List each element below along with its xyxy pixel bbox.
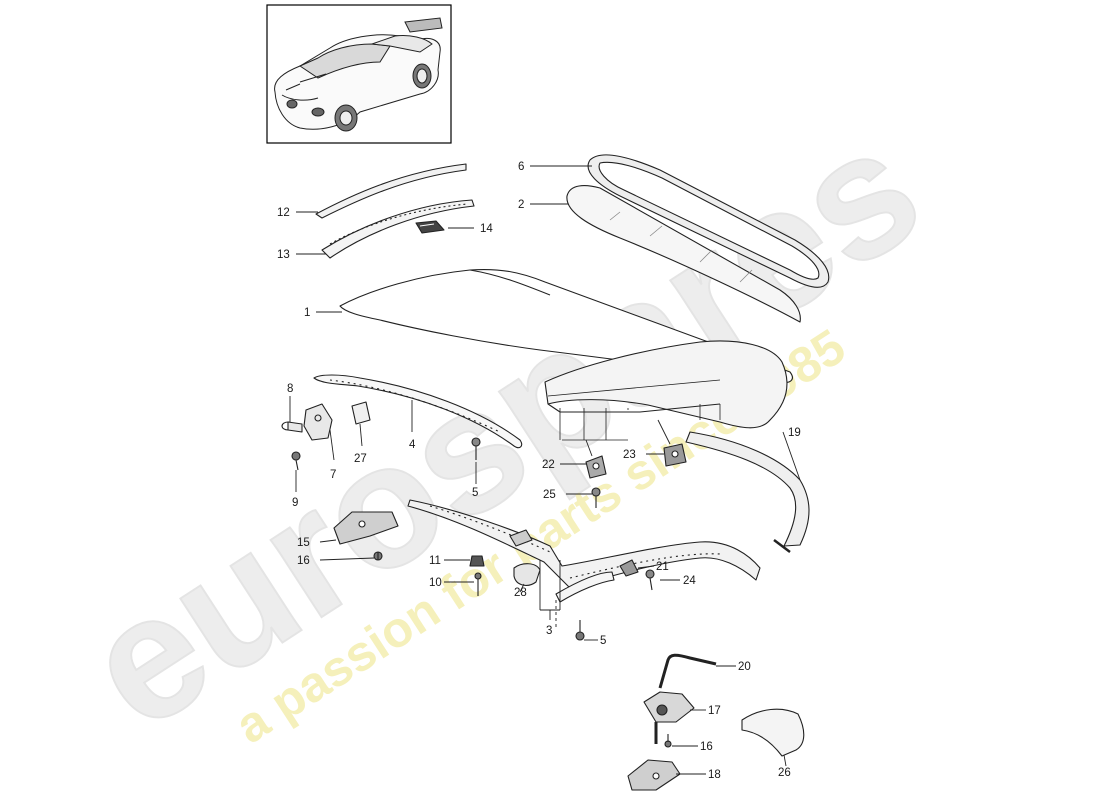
callout-2: 2 [518, 199, 524, 211]
trim-strip[interactable] [555, 571, 615, 603]
roof-frame-assembly[interactable] [544, 340, 788, 429]
callout-8: 8 [287, 383, 293, 395]
part-24-screw[interactable] [645, 569, 655, 591]
part-12-trim-strip[interactable] [315, 163, 467, 219]
part-14-clip[interactable] [415, 220, 445, 234]
callout-13: 13 [277, 249, 290, 261]
callout-18: 18 [708, 769, 721, 781]
part-5-screw-upper[interactable] [471, 437, 481, 460]
part-16-screw-lower[interactable] [664, 734, 672, 748]
callout-21: 21 [656, 561, 669, 573]
callout-19: 19 [788, 427, 801, 439]
callout-9: 9 [292, 497, 298, 509]
callout-16-lower: 16 [700, 741, 713, 753]
callout-3: 3 [546, 625, 552, 637]
part-19-side-seal[interactable] [685, 431, 810, 547]
part-28-cover[interactable] [513, 563, 541, 586]
part-15-hinge[interactable] [333, 511, 399, 545]
callout-14: 14 [480, 223, 493, 235]
callout-6: 6 [518, 161, 524, 173]
part-25-screw[interactable] [591, 487, 601, 508]
part-21-clip[interactable] [619, 559, 639, 577]
part-17-lock[interactable] [643, 691, 695, 744]
part-9-screw[interactable] [291, 451, 301, 471]
part-27-clip[interactable] [351, 401, 371, 425]
callout-17: 17 [708, 705, 721, 717]
part-2-rear-window[interactable] [566, 185, 801, 323]
callout-26: 26 [778, 767, 791, 779]
callout-7: 7 [330, 469, 336, 481]
callout-5-upper: 5 [472, 487, 478, 499]
part-20-cable[interactable] [658, 653, 717, 689]
part-3-side-rail[interactable] [407, 499, 761, 589]
callout-11: 11 [429, 555, 441, 567]
car-overview-icon [274, 17, 443, 132]
callout-24: 24 [683, 575, 696, 587]
callout-22: 22 [542, 459, 555, 471]
part-16-screw-upper[interactable] [373, 551, 383, 561]
part-5-screw-lower[interactable] [575, 620, 585, 641]
part-4-front-rail[interactable] [313, 374, 523, 449]
part-8-pin[interactable] [281, 421, 303, 433]
part-11-nut[interactable] [469, 555, 485, 567]
part-13-seal-strip[interactable] [321, 199, 475, 259]
part-23-guide-block[interactable] [663, 443, 687, 467]
part-26-end-cap[interactable] [741, 708, 805, 757]
callout-20: 20 [738, 661, 751, 673]
callout-23: 23 [623, 449, 636, 461]
callout-25: 25 [543, 489, 556, 501]
callout-10: 10 [429, 577, 442, 589]
callout-1: 1 [304, 307, 310, 319]
callout-16-upper: 16 [297, 555, 310, 567]
callout-12: 12 [277, 207, 290, 219]
car-thumbnail[interactable] [266, 4, 452, 144]
callout-4: 4 [409, 439, 416, 451]
part-7-bracket[interactable] [303, 403, 333, 441]
callout-15: 15 [297, 537, 310, 549]
part-10-screw[interactable] [474, 572, 482, 596]
callout-5-lower: 5 [600, 635, 606, 647]
callout-27: 27 [354, 453, 367, 465]
callout-28: 28 [514, 587, 527, 599]
part-22-guide-block[interactable] [585, 455, 607, 479]
